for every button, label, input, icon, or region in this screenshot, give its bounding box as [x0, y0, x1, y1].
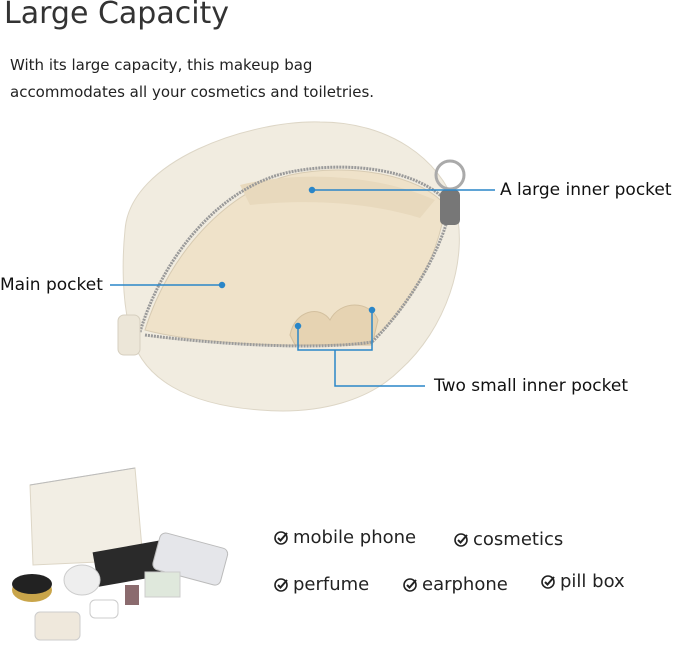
page-title: Large Capacity [4, 0, 230, 31]
check-circle-icon [274, 577, 288, 592]
item-label: perfume [293, 574, 370, 595]
item-mobile-phone: mobile phone [273, 527, 416, 548]
check-circle-icon [403, 577, 417, 592]
item-label: pill box [560, 571, 625, 592]
check-circle-icon [454, 532, 468, 547]
check-circle-icon [274, 530, 288, 545]
callout-lines [110, 186, 495, 387]
callout-main-pocket: Main pocket [0, 275, 103, 295]
item-pill-box: pill box [540, 571, 625, 592]
item-label: cosmetics [473, 529, 564, 550]
description-line: accommodates all your cosmetics and toil… [10, 83, 375, 101]
item-earphone: earphone [402, 574, 508, 595]
item-perfume: perfume [273, 574, 369, 595]
description-line: With its large capacity, this makeup bag [10, 56, 313, 74]
callout-large-inner-pocket: A large inner pocket [500, 180, 672, 200]
item-cosmetics: cosmetics [453, 529, 563, 550]
contents-photo [12, 467, 229, 641]
item-label: mobile phone [293, 527, 417, 548]
item-label: earphone [422, 574, 508, 595]
zipper [138, 165, 450, 333]
description: With its large capacity, this makeup bag… [10, 52, 374, 106]
check-circle-icon [541, 574, 555, 589]
callout-small-inner-pocket: Two small inner pocket [434, 376, 628, 396]
